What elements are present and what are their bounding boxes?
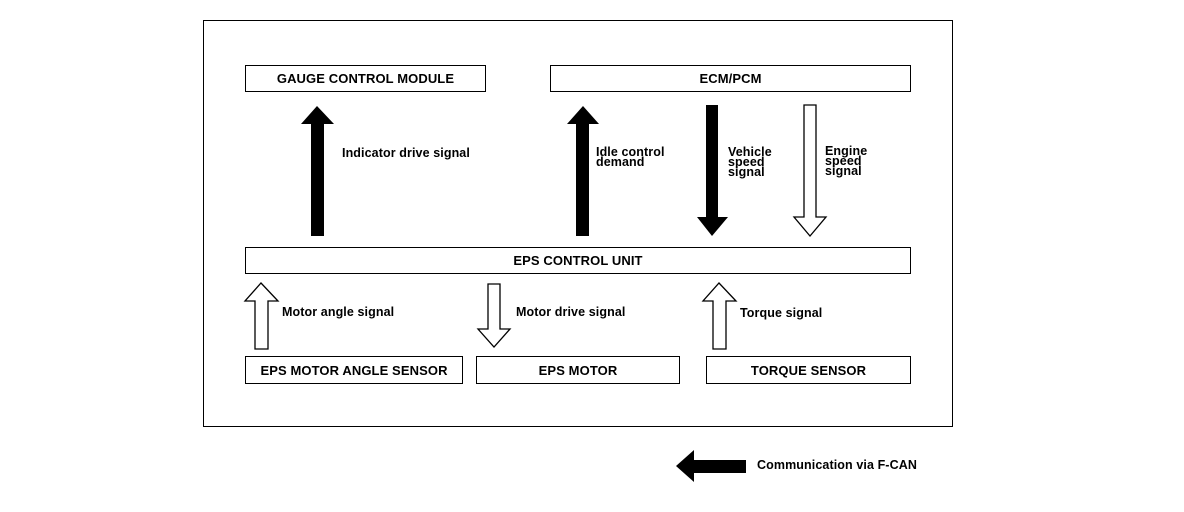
motor-drive-signal-label: Motor drive signal: [516, 305, 626, 319]
engine-speed-arrow: [792, 104, 828, 238]
idle-control-demand-label: Idle control demand: [596, 145, 665, 169]
eps-control-unit-label: EPS CONTROL UNIT: [513, 253, 643, 268]
idle-control-arrow: [567, 106, 599, 236]
ecm-pcm-label: ECM/PCM: [699, 71, 762, 86]
vehicle-speed-signal-label: Vehicle speed signal: [728, 145, 772, 179]
gauge-control-module-label: GAUGE CONTROL MODULE: [276, 71, 455, 86]
legend-fcan-label: Communication via F-CAN: [757, 458, 917, 472]
eps-motor-angle-sensor-block: EPS MOTOR ANGLE SENSOR: [245, 356, 463, 384]
indicator-drive-arrow: [301, 106, 334, 236]
torque-sensor-block: TORQUE SENSOR: [706, 356, 911, 384]
indicator-drive-signal-label: Indicator drive signal: [342, 146, 470, 160]
motor-angle-arrow: [243, 282, 280, 350]
ecm-pcm-block: ECM/PCM: [550, 65, 911, 92]
motor-drive-arrow: [476, 283, 512, 348]
eps-control-unit-block: EPS CONTROL UNIT: [245, 247, 911, 274]
motor-angle-signal-label: Motor angle signal: [282, 305, 395, 319]
torque-sensor-label: TORQUE SENSOR: [750, 362, 867, 378]
torque-arrow: [701, 282, 738, 350]
torque-signal-label: Torque signal: [740, 306, 823, 320]
legend-fcan-arrow: [676, 450, 746, 482]
engine-speed-signal-label: Engine speed signal: [825, 144, 868, 178]
eps-motor-label: EPS MOTOR: [538, 362, 618, 378]
eps-motor-angle-sensor-label: EPS MOTOR ANGLE SENSOR: [260, 362, 448, 378]
eps-motor-block: EPS MOTOR: [476, 356, 680, 384]
vehicle-speed-arrow: [697, 105, 728, 236]
diagram-frame: [203, 20, 953, 427]
gauge-control-module-block: GAUGE CONTROL MODULE: [245, 65, 486, 92]
